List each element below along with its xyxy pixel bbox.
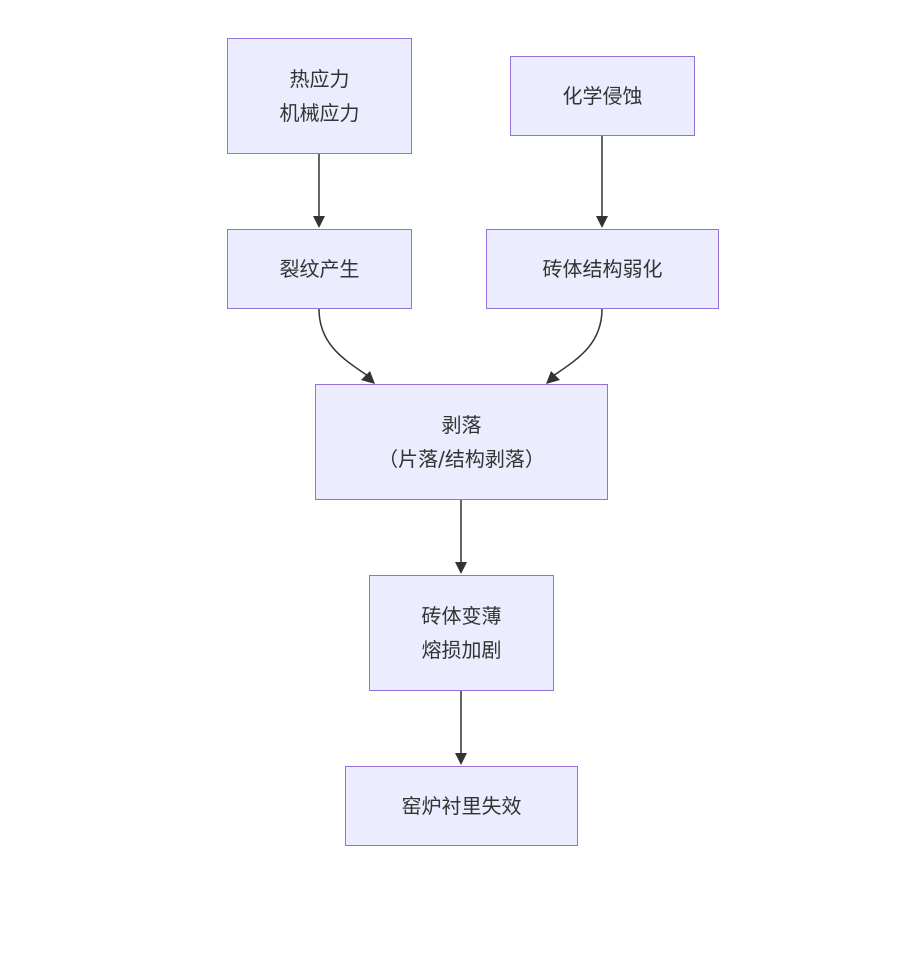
node-spalling: 剥落 （片落/结构剥落） xyxy=(315,384,608,500)
node-label-line: 熔损加剧 xyxy=(421,638,502,662)
node-label-line: 裂纹产生 xyxy=(279,257,360,281)
node-brick-structure-weakening: 砖体结构弱化 xyxy=(486,229,719,309)
arrowhead-stress-to-crack xyxy=(313,216,325,228)
edge-weakening-to-spalling xyxy=(552,308,603,377)
arrowhead-chemical-to-weakening xyxy=(596,216,608,228)
node-label-line: 热应力 xyxy=(289,67,350,91)
node-crack-generation: 裂纹产生 xyxy=(227,229,412,309)
arrowhead-weakening-to-spalling xyxy=(546,371,560,384)
node-chemical-erosion: 化学侵蚀 xyxy=(510,56,695,136)
node-label-line: 剥落 xyxy=(441,413,482,437)
arrowhead-spalling-to-thinning xyxy=(455,562,467,574)
arrowhead-thinning-to-failure xyxy=(455,753,467,765)
node-thermal-mechanical-stress: 热应力 机械应力 xyxy=(227,38,412,154)
node-label-line: （片落/结构剥落） xyxy=(378,447,545,471)
node-kiln-lining-failure: 窑炉衬里失效 xyxy=(345,766,578,846)
node-label-line: 窑炉衬里失效 xyxy=(401,794,522,818)
node-label-line: 机械应力 xyxy=(279,101,360,125)
node-label-line: 化学侵蚀 xyxy=(562,84,643,108)
edge-crack-to-spalling xyxy=(318,308,369,377)
node-label-line: 砖体变薄 xyxy=(421,604,502,628)
arrowhead-crack-to-spalling xyxy=(361,371,375,384)
node-brick-thinning-wear: 砖体变薄 熔损加剧 xyxy=(369,575,554,691)
node-label-line: 砖体结构弱化 xyxy=(542,257,663,281)
